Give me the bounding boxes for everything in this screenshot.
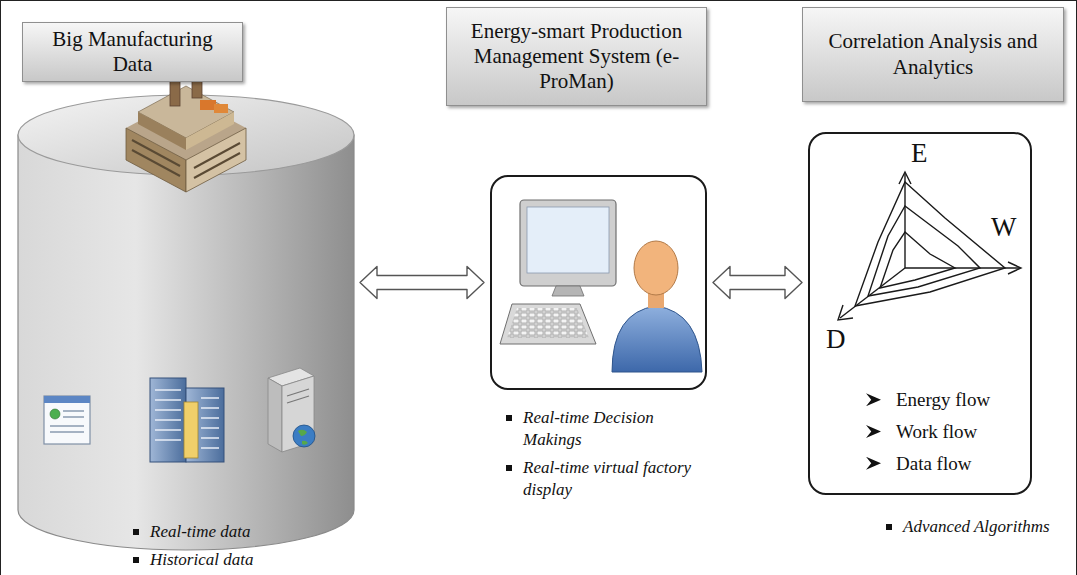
bullet-text: Real-time Decision Makings bbox=[523, 407, 703, 451]
text-group: Energy flowWork flowData flow bbox=[896, 389, 1028, 484]
browser-icon bbox=[44, 396, 90, 444]
radar-chart bbox=[838, 172, 1021, 320]
bullet-text: Historical data bbox=[150, 549, 350, 571]
header-text: Big Manufacturing Data bbox=[33, 27, 232, 77]
bullet-text: Advanced Algorithms bbox=[903, 516, 1053, 538]
flow-item: Data flow bbox=[896, 453, 1028, 476]
database-cylinder bbox=[18, 95, 354, 550]
flow-item: Work flow bbox=[896, 421, 1028, 444]
double-arrow bbox=[713, 267, 802, 299]
analytics-box: Energy flowWork flowData flowAdvanced Al… bbox=[808, 132, 1032, 495]
flow-item: Energy flow bbox=[896, 389, 1028, 412]
bullet-text: Real-time data bbox=[150, 521, 350, 543]
header-box: Big Manufacturing Data bbox=[22, 22, 243, 82]
axis-label: W bbox=[991, 214, 1016, 241]
double-arrow bbox=[360, 267, 484, 299]
workstation-box: Real-time Decision MakingsReal-time virt… bbox=[490, 175, 707, 390]
database-node: Real-time dataHistorical data bbox=[18, 95, 354, 515]
text-group: Real-time dataHistorical data bbox=[150, 521, 350, 575]
computer-user-illustration bbox=[500, 200, 702, 372]
bullet-text: Real-time virtual factory display bbox=[523, 457, 703, 501]
header-box: Correlation Analysis and Analytics bbox=[802, 7, 1064, 102]
server-rack-icon bbox=[150, 378, 224, 462]
header-text: Energy-smart Production Management Syste… bbox=[457, 19, 696, 95]
axis-label: D bbox=[826, 326, 846, 353]
axis-label: E bbox=[911, 140, 928, 167]
text-group: Advanced Algorithms bbox=[903, 516, 1053, 544]
text-group: Real-time Decision MakingsReal-time virt… bbox=[523, 407, 703, 507]
web-server-icon bbox=[268, 368, 315, 452]
header-box: Energy-smart Production Management Syste… bbox=[446, 7, 707, 106]
header-text: Correlation Analysis and Analytics bbox=[813, 29, 1053, 79]
